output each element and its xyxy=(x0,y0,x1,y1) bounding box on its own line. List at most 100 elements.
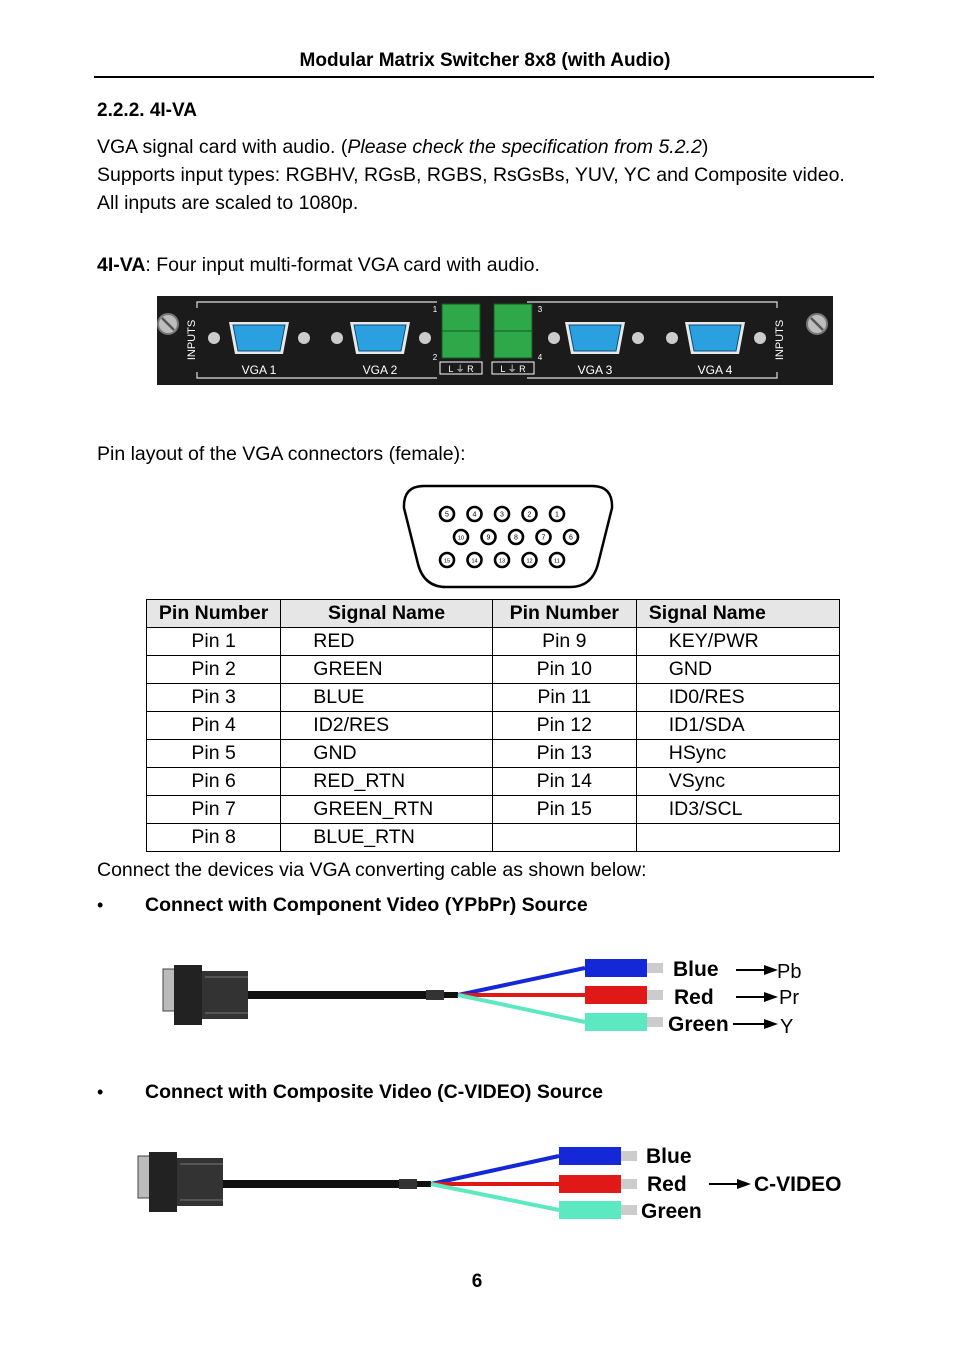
svg-text:4: 4 xyxy=(538,353,543,362)
table-cell: Pin 11 xyxy=(491,683,637,712)
vga-pin-label: 1 xyxy=(555,512,559,519)
table-cell xyxy=(491,823,637,852)
pin-table: Pin Number Signal Name Pin Number Signal… xyxy=(145,599,841,852)
intro-line-2: Supports input types: RGBHV, RGsB, RGBS,… xyxy=(97,164,845,186)
svg-text:3: 3 xyxy=(538,305,543,314)
table-cell: VSync xyxy=(635,767,841,796)
component-color-red: Red xyxy=(674,986,714,1009)
vga-pin xyxy=(535,528,552,546)
vga-label-1: VGA 1 xyxy=(242,363,277,377)
vga-pin-label: 3 xyxy=(500,512,504,519)
vga-port-1 xyxy=(208,322,310,354)
table-cell: ID0/RES xyxy=(635,683,841,712)
intro-line-3: All inputs are scaled to 1080p. xyxy=(97,192,359,214)
table-cell: HSync xyxy=(635,739,841,768)
component-signal-y: Y xyxy=(780,1016,793,1035)
vga-pin-label: 5 xyxy=(445,512,449,519)
svg-text:L ⏚ R: L ⏚ R xyxy=(500,364,526,374)
vga-label-2: VGA 2 xyxy=(363,363,398,377)
vga-port-2 xyxy=(331,322,431,354)
table-cell xyxy=(635,823,841,852)
vga-pin-label: 8 xyxy=(514,535,518,542)
vga-pin xyxy=(493,505,511,523)
table-cell: Pin 7 xyxy=(145,795,282,824)
table-header-cell: Pin Number xyxy=(491,599,637,628)
vga-pin xyxy=(493,551,511,569)
composite-signal: C-VIDEO xyxy=(754,1173,842,1196)
table-cell: Pin 13 xyxy=(491,739,637,768)
vga-pin-label: 2 xyxy=(528,512,532,519)
table-cell: Pin 2 xyxy=(145,655,282,684)
vga-pin xyxy=(521,551,538,569)
table-cell: BLUE xyxy=(280,683,493,712)
vga-pin-label: 11 xyxy=(554,559,560,565)
vga-pin xyxy=(548,505,566,523)
table-cell: ID3/SCL xyxy=(635,795,841,824)
vga-port-4 xyxy=(666,322,766,354)
card-panel-image: INPUTS INPUTS VGA 1 VGA 2 1 2 L ⏚ R 3 4 … xyxy=(157,296,833,385)
vga-pin xyxy=(548,551,566,569)
table-cell: Pin 12 xyxy=(491,711,637,740)
table-cell: Pin 3 xyxy=(145,683,282,712)
svg-text:1: 1 xyxy=(433,305,438,314)
component-color-blue: Blue xyxy=(673,958,719,981)
card-description: 4I-VA: Four input multi-format VGA card … xyxy=(97,254,540,276)
bullet-composite: Connect with Composite Video (C-VIDEO) S… xyxy=(145,1081,603,1103)
vga-pin-label: 4 xyxy=(473,512,477,519)
table-cell: RED xyxy=(280,627,493,656)
composite-color-green: Green xyxy=(641,1200,702,1222)
header-rule xyxy=(94,76,874,78)
table-cell: Pin 4 xyxy=(145,711,282,740)
table-cell: Pin 5 xyxy=(145,739,282,768)
vga-pin xyxy=(466,551,483,569)
table-cell: ID2/RES xyxy=(280,711,493,740)
vga-pin xyxy=(507,528,525,546)
svg-text:2: 2 xyxy=(433,353,438,362)
composite-color-red: Red xyxy=(647,1173,687,1196)
table-cell: Pin 15 xyxy=(491,795,637,824)
table-cell: Pin 1 xyxy=(145,627,282,656)
vga-pin-label: 12 xyxy=(526,559,532,565)
vga-label-3: VGA 3 xyxy=(578,363,613,377)
vga-pin-label: 9 xyxy=(487,535,491,542)
audio-terminal-3-4 xyxy=(491,303,535,375)
vga-pin-label: 14 xyxy=(471,559,477,565)
vga-pin xyxy=(452,528,470,546)
table-cell: ID1/SDA xyxy=(635,711,841,740)
vga-port-3 xyxy=(548,322,644,354)
table-cell: Pin 9 xyxy=(491,627,637,656)
bullet-icon: • xyxy=(97,895,104,915)
inputs-label-left: INPUTS xyxy=(186,320,198,360)
vga-pin-label: 7 xyxy=(542,535,546,542)
table-cell: GND xyxy=(635,655,841,684)
table-cell: RED_RTN xyxy=(280,767,493,796)
page-header-title: Modular Matrix Switcher 8x8 (with Audio) xyxy=(299,50,671,71)
table-cell: BLUE_RTN xyxy=(280,823,493,852)
component-color-green: Green xyxy=(668,1013,729,1035)
component-signal-pb: Pb xyxy=(777,961,801,983)
table-cell: Pin 10 xyxy=(491,655,637,684)
inputs-label-right: INPUTS xyxy=(774,320,786,360)
table-cell: GREEN xyxy=(280,655,493,684)
table-cell: Pin 14 xyxy=(491,767,637,796)
table-cell: GREEN_RTN xyxy=(280,795,493,824)
composite-cable-image: Blue Red Green C-VIDEO xyxy=(137,1145,842,1222)
table-header-cell: Pin Number xyxy=(145,599,282,628)
table-header-cell: Signal Name xyxy=(635,599,841,628)
vga-pin xyxy=(521,505,538,523)
vga-pin-label: 13 xyxy=(499,559,505,565)
component-cable-image: Blue Red Green Pb Pr Y xyxy=(162,958,801,1035)
bullet-component: Connect with Component Video (YPbPr) Sou… xyxy=(145,894,588,916)
vga-pin-label: 10 xyxy=(458,536,464,542)
table-header-row: Pin Number Signal Name Pin Number Signal… xyxy=(145,599,841,628)
table-cell: KEY/PWR xyxy=(635,627,841,656)
